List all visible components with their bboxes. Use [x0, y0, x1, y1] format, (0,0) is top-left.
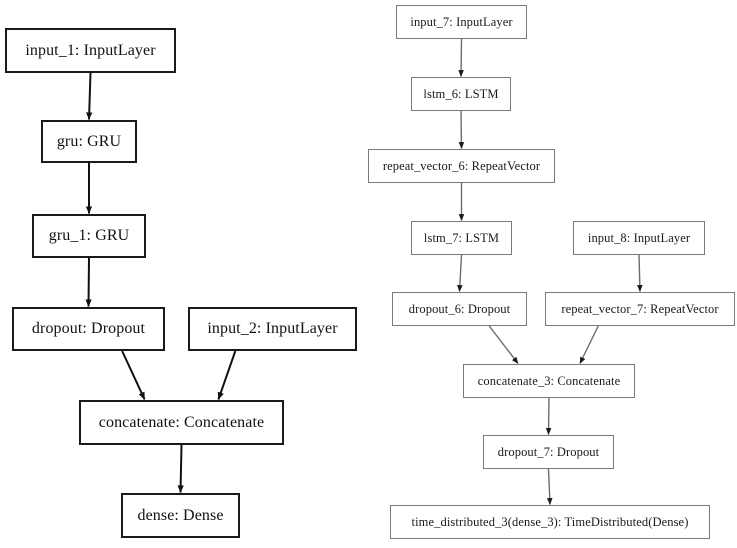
- node-label-time_distributed_3: time_distributed_3(dense_3): TimeDistrib…: [411, 514, 689, 529]
- node-label-input_7: input_7: InputLayer: [410, 14, 513, 29]
- node-label-input_1: input_1: InputLayer: [25, 41, 156, 59]
- node-label-repeat_vector_7: repeat_vector_7: RepeatVector: [561, 301, 719, 316]
- node-dropout_6[interactable]: dropout_6: Dropout: [392, 292, 527, 326]
- node-label-repeat_vector_6: repeat_vector_6: RepeatVector: [382, 158, 541, 173]
- node-concatenate_3[interactable]: concatenate_3: Concatenate: [463, 364, 635, 398]
- node-concatenate[interactable]: concatenate: Concatenate: [79, 400, 284, 445]
- node-label-dropout_6: dropout_6: Dropout: [408, 301, 511, 316]
- node-label-gru: gru: GRU: [56, 132, 122, 150]
- node-label-dropout_7: dropout_7: Dropout: [497, 444, 600, 459]
- edge-repeat_vector_7-to-concatenate_3: [579, 325, 599, 364]
- edge-input_1-to-gru: [86, 72, 93, 120]
- edge-concatenate-to-dense: [177, 444, 184, 493]
- edge-dropout_7-to-time_distributed_3: [546, 468, 553, 505]
- node-dropout[interactable]: dropout: Dropout: [12, 307, 165, 351]
- node-label-lstm_7: lstm_7: LSTM: [423, 230, 500, 245]
- node-lstm_6[interactable]: lstm_6: LSTM: [411, 77, 511, 111]
- node-repeat_vector_6[interactable]: repeat_vector_6: RepeatVector: [368, 149, 555, 183]
- node-input_2[interactable]: input_2: InputLayer: [188, 307, 357, 351]
- node-label-input_2: input_2: InputLayer: [207, 320, 338, 337]
- node-gru_1[interactable]: gru_1: GRU: [32, 214, 146, 258]
- node-lstm_7[interactable]: lstm_7: LSTM: [411, 221, 512, 255]
- node-repeat_vector_7[interactable]: repeat_vector_7: RepeatVector: [545, 292, 735, 326]
- node-label-concatenate_3: concatenate_3: Concatenate: [477, 373, 621, 388]
- node-input_7[interactable]: input_7: InputLayer: [396, 5, 527, 39]
- node-label-lstm_6: lstm_6: LSTM: [423, 86, 499, 101]
- node-label-gru_1: gru_1: GRU: [48, 227, 130, 244]
- node-input_1[interactable]: input_1: InputLayer: [5, 28, 176, 73]
- edge-input_7-to-lstm_6: [458, 38, 464, 77]
- edge-concatenate_3-to-dropout_7: [545, 397, 552, 435]
- edge-lstm_6-to-repeat_vector_6: [458, 110, 465, 149]
- node-dense[interactable]: dense: Dense: [121, 493, 240, 538]
- node-label-concatenate: concatenate: Concatenate: [98, 413, 265, 431]
- node-input_8[interactable]: input_8: InputLayer: [573, 221, 705, 255]
- node-label-dropout: dropout: Dropout: [31, 320, 146, 337]
- edge-gru_1-to-dropout: [85, 257, 92, 307]
- node-time_distributed_3[interactable]: time_distributed_3(dense_3): TimeDistrib…: [390, 505, 710, 539]
- edge-input_2-to-concatenate: [217, 350, 237, 400]
- edge-lstm_7-to-dropout_6: [457, 254, 463, 292]
- node-label-input_8: input_8: InputLayer: [587, 230, 691, 245]
- edge-dropout_6-to-concatenate_3: [488, 325, 519, 364]
- node-label-dense: dense: Dense: [137, 506, 224, 524]
- node-gru[interactable]: gru: GRU: [41, 120, 137, 163]
- edge-dropout-to-concatenate: [121, 350, 146, 400]
- node-dropout_7[interactable]: dropout_7: Dropout: [483, 435, 614, 469]
- edge-input_8-to-repeat_vector_7: [637, 254, 643, 292]
